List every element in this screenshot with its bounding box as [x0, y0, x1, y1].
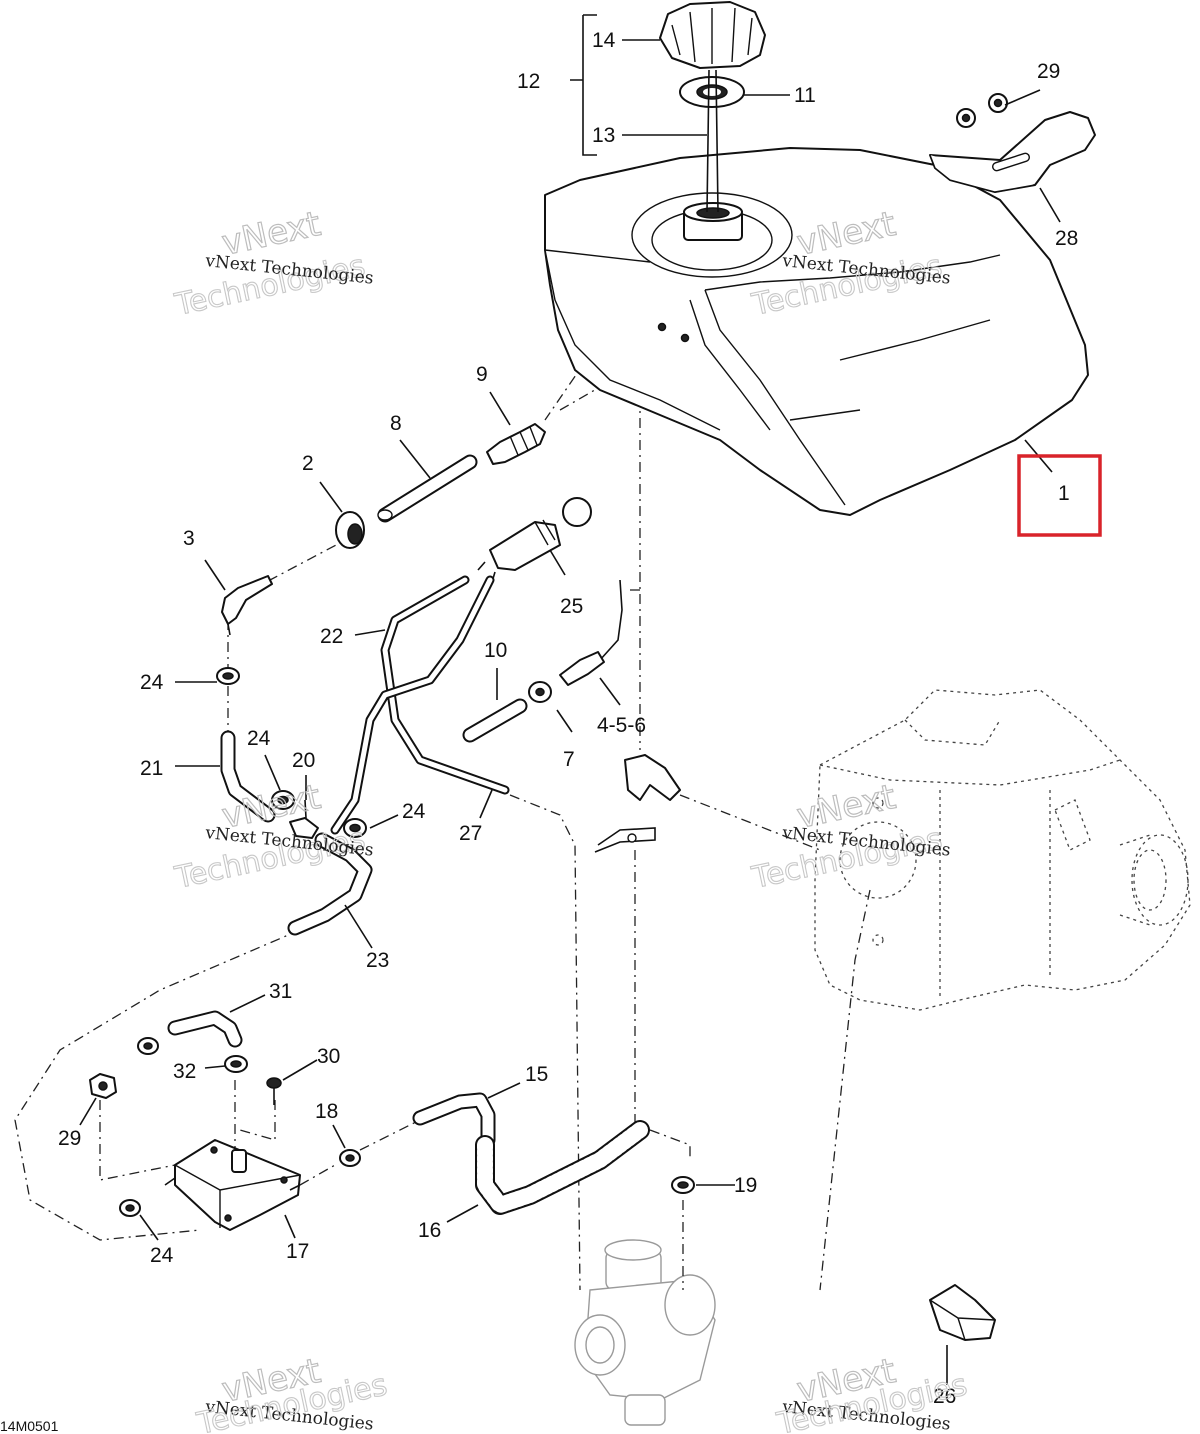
tank-strap-bracket [929, 111, 1096, 193]
callout-29-top[interactable]: 29 [1037, 60, 1060, 83]
clamp-24-c [343, 818, 367, 838]
watermark-top-left: vNext Technologies vNext Technologies [171, 203, 375, 323]
clip-26 [929, 1284, 996, 1341]
hose-15 [412, 1092, 496, 1148]
callout-29-bottom[interactable]: 29 [58, 1127, 81, 1150]
watermark-mid-right: vNext Technologies vNext Technologies [748, 776, 952, 896]
callout-12[interactable]: 12 [517, 70, 540, 93]
clamp-32 [137, 1037, 248, 1073]
callout-31[interactable]: 31 [269, 980, 292, 1003]
primer-line-27 [330, 575, 495, 835]
carburetor-ghost [574, 1239, 716, 1426]
callout-labels: 1 2 3 4-5-6 7 8 9 10 11 12 13 14 15 16 1… [58, 29, 1078, 1408]
callout-26[interactable]: 26 [933, 1385, 956, 1408]
callout-9[interactable]: 9 [476, 363, 488, 386]
callout-32[interactable]: 32 [173, 1060, 196, 1083]
clamp-24-b [271, 790, 295, 810]
callout-3[interactable]: 3 [183, 527, 195, 550]
clamp-24-a [216, 667, 240, 685]
callout-1[interactable]: 1 [1058, 482, 1070, 505]
callout-24-d[interactable]: 24 [150, 1244, 174, 1267]
callout-18[interactable]: 18 [315, 1100, 338, 1123]
callout-13[interactable]: 13 [592, 124, 615, 147]
fuel-cap [659, 1, 766, 69]
callout-20[interactable]: 20 [292, 749, 315, 772]
drawing-code: 14M0501 [0, 1418, 59, 1434]
hose-31 [167, 1010, 243, 1048]
callout-24-b[interactable]: 24 [247, 727, 271, 750]
elbow-fitting-3 [221, 575, 273, 636]
spiral-guard-16 [475, 1120, 650, 1215]
watermark-mid-left: vNext Technologies vNext Technologies [171, 776, 375, 896]
callout-15[interactable]: 15 [525, 1063, 548, 1086]
primer-line-22 [380, 575, 510, 795]
callout-21[interactable]: 21 [140, 757, 163, 780]
callout-24-a[interactable]: 24 [140, 671, 164, 694]
callout-19[interactable]: 19 [734, 1174, 757, 1197]
nut-7 [528, 681, 552, 703]
callout-28[interactable]: 28 [1055, 227, 1078, 250]
screw-30 [266, 1077, 282, 1105]
cap-strap [706, 69, 719, 213]
engine-outline [814, 689, 1191, 1011]
hose-8 [377, 454, 478, 523]
fuel-pump-17 [164, 1139, 301, 1231]
callout-23[interactable]: 23 [366, 949, 389, 972]
nut-29-bottom [89, 1073, 117, 1099]
tee-fitting-20 [289, 799, 319, 839]
callout-8[interactable]: 8 [390, 412, 402, 435]
callout-22[interactable]: 22 [320, 625, 343, 648]
watermark-bottom-right: vNext vNext Technologies Technologies [773, 1350, 971, 1434]
primer-pump [477, 497, 592, 583]
watermark-bottom-left: vNext vNext Technologies Technologies [193, 1350, 391, 1434]
highlight-box [1017, 454, 1102, 537]
hose-23 [287, 832, 373, 936]
nut-29-top [956, 93, 1008, 128]
callout-30[interactable]: 30 [317, 1045, 340, 1068]
callout-14[interactable]: 14 [592, 29, 616, 52]
callout-16[interactable]: 16 [418, 1219, 441, 1242]
callout-10[interactable]: 10 [484, 639, 507, 662]
fuel-valve-fitting [594, 754, 681, 853]
grommet-2 [335, 511, 365, 549]
cap-gasket [679, 76, 745, 108]
fuel-tank [544, 147, 1089, 516]
callout-27[interactable]: 27 [459, 822, 482, 845]
callout-11[interactable]: 11 [794, 84, 816, 107]
callout-2[interactable]: 2 [302, 452, 314, 475]
clamp-19 [671, 1176, 695, 1194]
pickup-tube [559, 579, 623, 686]
callout-25[interactable]: 25 [560, 595, 583, 618]
clamp-24-d [119, 1199, 141, 1217]
callout-17[interactable]: 17 [286, 1240, 309, 1263]
leader-lines [79, 14, 1061, 1385]
hose-10 [462, 698, 528, 743]
tank-fitting [486, 423, 546, 465]
callout-24-c[interactable]: 24 [402, 800, 426, 823]
hose-21 [220, 730, 276, 823]
callout-4-5-6[interactable]: 4-5-6 [597, 714, 646, 737]
clamp-18 [339, 1149, 361, 1167]
callout-7[interactable]: 7 [563, 748, 575, 771]
